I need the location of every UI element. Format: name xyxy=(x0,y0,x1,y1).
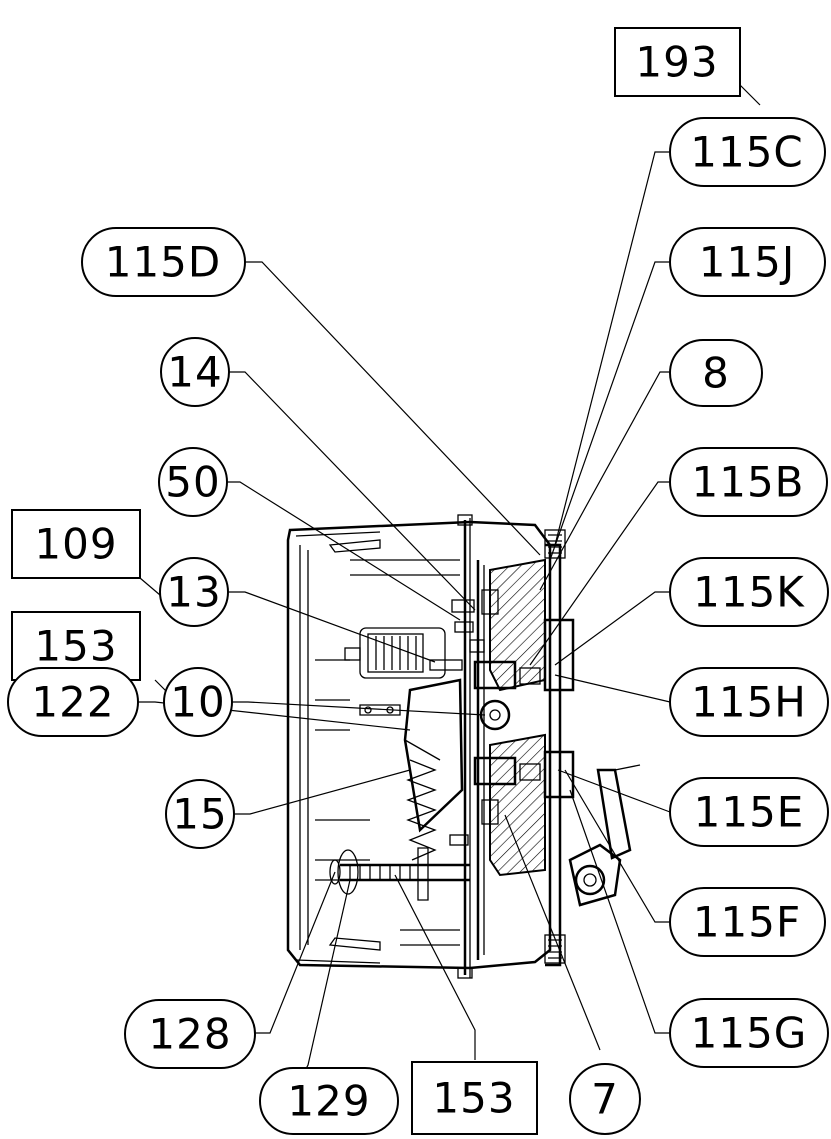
callout-153-top: 153 xyxy=(11,611,141,681)
callout-label-153-bottom: 153 xyxy=(432,1074,515,1123)
callout-115H: 115H xyxy=(669,667,829,737)
callout-115C: 115C xyxy=(669,117,826,187)
callout-8: 8 xyxy=(669,339,763,407)
device-housing xyxy=(286,514,641,979)
callout-label-115J: 115J xyxy=(699,238,796,287)
callout-122: 122 xyxy=(7,667,139,737)
leader-lines xyxy=(138,84,761,1081)
callout-label-115B: 115B xyxy=(692,458,805,507)
callout-115B: 115B xyxy=(669,447,828,517)
callout-label-153-top: 153 xyxy=(34,622,117,671)
callout-label-8: 8 xyxy=(702,349,730,398)
callout-label-193: 193 xyxy=(635,38,718,87)
callout-label-115D: 115D xyxy=(105,238,222,287)
callout-label-115K: 115K xyxy=(693,568,805,617)
callout-115J: 115J xyxy=(669,227,826,297)
callout-153-bottom: 153 xyxy=(411,1061,538,1135)
callout-label-115E: 115E xyxy=(694,788,805,837)
callout-label-13: 13 xyxy=(166,568,221,617)
callout-50: 50 xyxy=(158,447,228,517)
callout-label-7: 7 xyxy=(591,1075,619,1124)
callout-115D: 115D xyxy=(81,227,246,297)
callout-115F: 115F xyxy=(669,887,826,957)
callout-label-14: 14 xyxy=(167,348,222,397)
callout-label-115F: 115F xyxy=(693,898,801,947)
callout-label-115C: 115C xyxy=(690,128,804,177)
callout-128: 128 xyxy=(124,999,256,1069)
callout-7: 7 xyxy=(569,1063,641,1135)
callout-115K: 115K xyxy=(669,557,829,627)
callout-10: 10 xyxy=(163,667,233,737)
callout-115E: 115E xyxy=(669,777,829,847)
callout-115G: 115G xyxy=(669,998,829,1068)
callout-label-115G: 115G xyxy=(691,1009,808,1058)
callout-14: 14 xyxy=(160,337,230,407)
callout-label-115H: 115H xyxy=(691,678,807,727)
callout-109: 109 xyxy=(11,509,141,579)
callout-label-10: 10 xyxy=(170,678,225,727)
callout-label-50: 50 xyxy=(165,458,220,507)
callout-15: 15 xyxy=(165,779,235,849)
callout-label-122: 122 xyxy=(31,678,114,727)
callout-13: 13 xyxy=(159,557,229,627)
callout-label-128: 128 xyxy=(148,1010,231,1059)
callout-label-15: 15 xyxy=(172,790,227,839)
callout-193: 193 xyxy=(614,27,741,97)
callout-129: 129 xyxy=(259,1067,399,1135)
callout-label-129: 129 xyxy=(287,1077,370,1126)
callout-label-109: 109 xyxy=(34,520,117,569)
